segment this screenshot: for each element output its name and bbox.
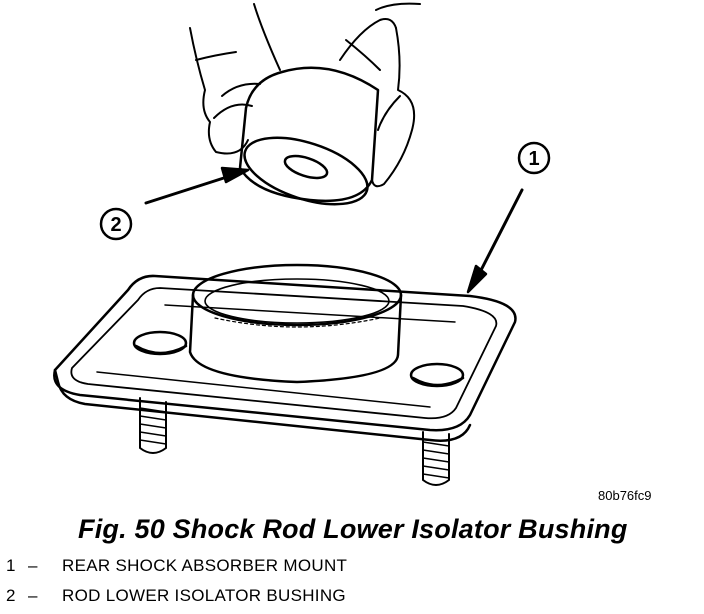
mount-stud-left xyxy=(139,397,167,454)
legend-item: 2– ROD LOWER ISOLATOR BUSHING xyxy=(6,586,346,606)
figure-caption: Fig. 50 Shock Rod Lower Isolator Bushing xyxy=(78,514,628,544)
legend-text: REAR SHOCK ABSORBER MOUNT xyxy=(62,556,348,575)
callout-1 xyxy=(466,141,551,294)
mount-cylinder xyxy=(188,263,403,384)
isolator-bushing xyxy=(238,66,380,206)
legend-item: 1– REAR SHOCK ABSORBER MOUNT xyxy=(6,556,347,576)
callout-2 xyxy=(99,166,250,241)
figure-code: 80b76fc9 xyxy=(598,488,652,503)
legend-number: 1 xyxy=(6,556,16,575)
shock-mount-plate xyxy=(53,274,517,442)
legend-dash: – xyxy=(28,586,38,605)
callout-2-number: 2 xyxy=(110,214,121,236)
callout-1-number: 1 xyxy=(528,148,539,170)
technician-hands xyxy=(189,2,421,188)
legend-dash: – xyxy=(28,556,38,575)
mount-stud-right xyxy=(422,431,450,486)
legend-text: ROD LOWER ISOLATOR BUSHING xyxy=(62,586,346,605)
legend-number: 2 xyxy=(6,586,16,605)
